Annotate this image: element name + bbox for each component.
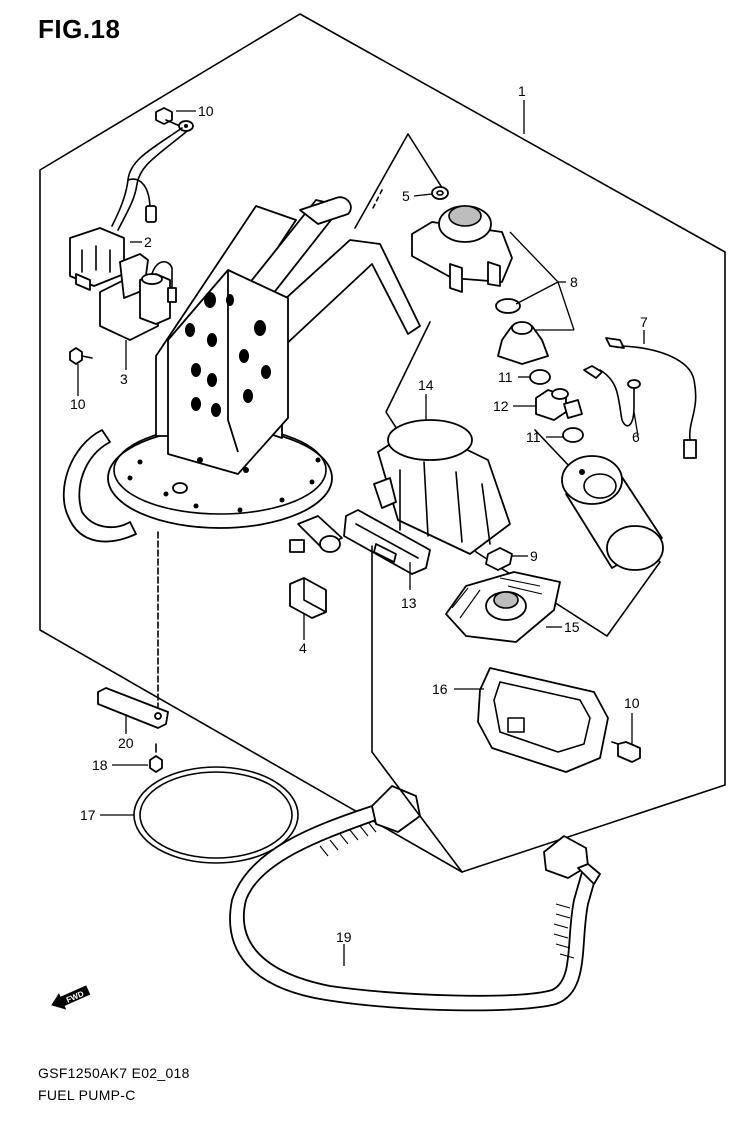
callout-13: 13	[401, 595, 417, 611]
lead-wire-7	[605, 337, 697, 459]
callout-20: 20	[118, 735, 134, 751]
screw-18	[149, 743, 163, 773]
bracket-20	[97, 687, 169, 729]
o-ring-11-upper	[529, 369, 551, 385]
fwd-arrow: FWD	[51, 985, 91, 1010]
callout-10-right: 10	[624, 695, 640, 711]
fuel-pump-motor	[561, 455, 664, 571]
fwd-label: FWD	[65, 989, 86, 1005]
cover-16	[477, 667, 609, 773]
callout-17: 17	[80, 807, 96, 823]
figure-title: FIG.18	[38, 14, 121, 44]
callout-18: 18	[92, 757, 108, 773]
pressure-regulator-8	[411, 205, 549, 365]
callout-8: 8	[570, 274, 578, 290]
wire-harness-2	[69, 127, 187, 291]
fuel-pump-bracket	[62, 196, 421, 543]
callout-11-lower: 11	[526, 429, 541, 445]
callout-6: 6	[632, 429, 640, 445]
callout-10-top: 10	[198, 103, 214, 119]
callout-7: 7	[640, 314, 648, 330]
callout-1: 1	[518, 83, 526, 99]
o-ring-11-lower	[562, 427, 584, 443]
callout-15: 15	[564, 619, 580, 635]
fuel-hose-19	[229, 785, 601, 1012]
subassembly-outline	[354, 133, 447, 229]
damper-12	[535, 388, 583, 421]
callout-19: 19	[336, 929, 352, 945]
lead-wire-6	[583, 365, 641, 427]
callout-12: 12	[493, 398, 509, 414]
strainer-15	[445, 571, 561, 643]
callout-4: 4	[299, 640, 307, 656]
callout-11-upper: 11	[498, 369, 513, 385]
assembly-outline	[39, 13, 726, 873]
callout-5: 5	[402, 188, 410, 204]
cushion-4	[289, 577, 327, 619]
pad-9	[485, 547, 513, 571]
sender-unit-3	[99, 253, 177, 341]
callout-10-left: 10	[70, 396, 86, 412]
callout-14: 14	[418, 377, 434, 393]
bolt-10-right	[611, 741, 641, 763]
callout-16: 16	[432, 681, 448, 697]
callout-2: 2	[144, 234, 152, 250]
filter-14	[373, 419, 511, 555]
bolt-10-left	[69, 347, 93, 365]
figure-code: GSF1250AK7 E02_018	[38, 1065, 190, 1081]
callout-9: 9	[530, 548, 538, 564]
holder-13	[343, 509, 431, 575]
o-ring-5	[431, 186, 449, 200]
callout-3: 3	[120, 371, 128, 387]
outlet-pipe	[289, 515, 343, 553]
figure-name: FUEL PUMP-C	[38, 1087, 136, 1103]
